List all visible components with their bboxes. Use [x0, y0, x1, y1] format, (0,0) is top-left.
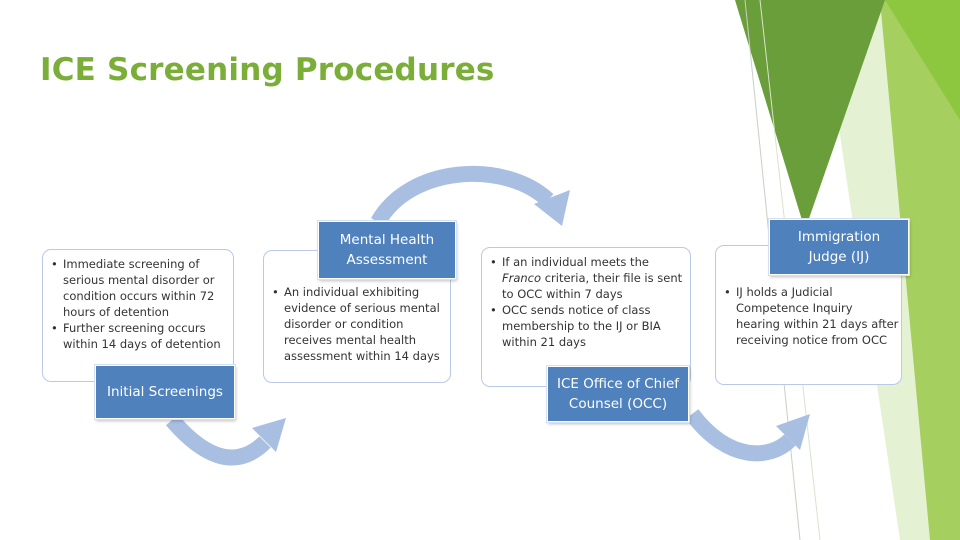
right-green-panel-mid [880, 0, 960, 540]
label-initial-screenings: Initial Screenings [95, 365, 235, 419]
bullet-item: Further screening occurs within 14 days … [51, 320, 231, 352]
immigration-judge-bullets: IJ holds a Judicial Competence Inquiry h… [724, 284, 899, 348]
arrow-occ-to-judge [685, 409, 796, 462]
label-mental-health: Mental Health Assessment [318, 221, 456, 279]
right-green-panel-dark [735, 0, 885, 230]
bullet-item-franco: If an individual meets the Franco criter… [490, 254, 688, 302]
bullet-item: OCC sends notice of class membership to … [490, 302, 688, 350]
bullet-text: If an individual meets the [502, 255, 649, 269]
arrow-head-1 [252, 418, 286, 452]
mental-health-bullets: An individual exhibiting evidence of ser… [272, 284, 448, 364]
initial-screenings-bullets: Immediate screening of serious mental di… [51, 256, 231, 352]
label-text: Initial Screenings [107, 384, 223, 400]
bullet-item: Immediate screening of serious mental di… [51, 256, 231, 320]
bullet-item: An individual exhibiting evidence of ser… [272, 284, 448, 364]
label-text-line-2: Judge (IJ) [808, 249, 870, 265]
arrow-head-2 [534, 190, 570, 226]
label-text-line-1: Mental Health [339, 232, 435, 248]
franco-emphasis: Franco [502, 271, 542, 285]
arrow-mental-health-to-occ [371, 166, 554, 227]
label-text-line-2: Counsel (OCC) [568, 396, 668, 412]
occ-bullets: If an individual meets the Franco criter… [490, 254, 688, 350]
slide-title: ICE Screening Procedures [40, 52, 495, 88]
arrow-head-3 [776, 414, 810, 450]
card-initial-screenings: Immediate screening of serious mental di… [42, 249, 234, 382]
label-occ: ICE Office of Chief Counsel (OCC) [547, 366, 689, 422]
bullet-item: IJ holds a Judicial Competence Inquiry h… [724, 284, 899, 348]
label-text-line-1: Immigration [797, 229, 881, 245]
arrow-initial-to-mental-health [165, 414, 271, 466]
label-text-line-1: ICE Office of Chief [556, 376, 680, 392]
label-immigration-judge: Immigration Judge (IJ) [769, 219, 909, 275]
bullet-text: criteria, their file is sent to OCC with… [502, 271, 683, 301]
label-text-line-2: Assessment [346, 252, 428, 268]
right-green-panel-bright [885, 0, 960, 120]
card-occ: If an individual meets the Franco criter… [481, 247, 691, 387]
